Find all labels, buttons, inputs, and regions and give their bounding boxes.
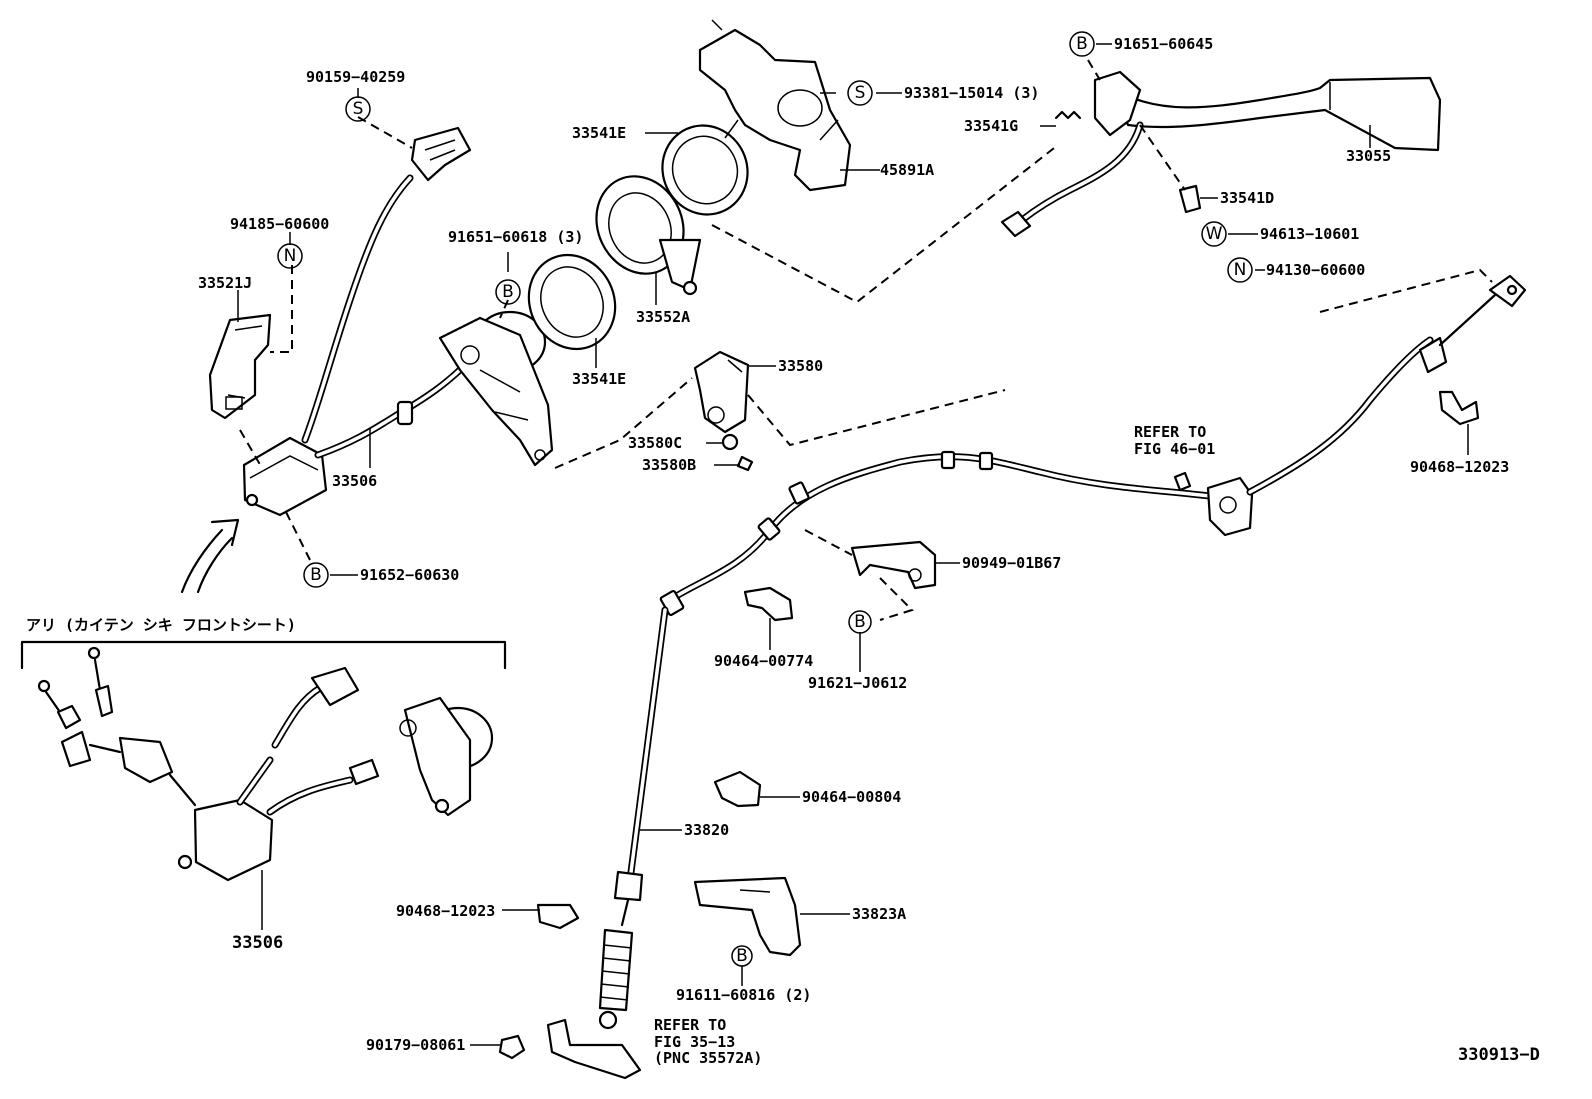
svg-text:(PNC 35572A): (PNC 35572A) — [654, 1049, 762, 1067]
label-90464-00774: 90464−00774 — [714, 652, 813, 670]
label-90949-01B67: 90949−01B67 — [962, 554, 1061, 572]
variant-inset: アリ (カイテン シキ フロントシート) — [20, 616, 507, 882]
lever-33580 — [693, 350, 754, 472]
symbol-s-2: S — [847, 80, 873, 106]
symbol-markers: S N B B S B W N B B — [277, 31, 1253, 967]
label-33541G: 33541G — [964, 117, 1018, 135]
cover-33823A — [693, 876, 802, 957]
symbol-n-1: N — [277, 243, 303, 269]
label-91651-60618: 91651−60618 (3) — [448, 228, 583, 246]
seal-ring-33541E — [527, 253, 617, 351]
svg-text:N: N — [1234, 260, 1247, 280]
symbol-w-1: W — [1201, 221, 1227, 247]
label-33552A: 33552A — [636, 308, 690, 326]
cam-plate-33552A — [595, 175, 702, 296]
label-90179-08061: 90179−08061 — [366, 1036, 465, 1054]
label-90468-12023-left: 90468−12023 — [396, 902, 495, 920]
variant-heading: アリ (カイテン シキ フロントシート) — [26, 616, 296, 634]
clip-90464-00774 — [743, 586, 794, 622]
label-33506-bottom: 33506 — [232, 933, 283, 953]
label-33580C: 33580C — [628, 434, 682, 452]
svg-text:S: S — [353, 99, 364, 119]
label-33506-top: 33506 — [332, 472, 377, 490]
refer-note-fig35: REFER TO FIG 35−13 (PNC 35572A) — [654, 1016, 762, 1067]
nut-90179-08061 — [498, 1034, 526, 1060]
actuator-housing — [438, 310, 554, 467]
svg-text:FIG 46−01: FIG 46−01 — [1134, 440, 1215, 458]
label-91651-60645: 91651−60645 — [1114, 35, 1213, 53]
label-91652-60630: 91652−60630 — [360, 566, 459, 584]
cable-33820 — [598, 606, 669, 1030]
svg-text:REFER TO: REFER TO — [1134, 423, 1206, 441]
symbol-b-5: B — [731, 945, 753, 967]
label-33820: 33820 — [684, 821, 729, 839]
label-33823A: 33823A — [852, 905, 906, 923]
svg-text:W: W — [1206, 224, 1223, 244]
label-90159-40259: 90159−40259 — [306, 68, 405, 86]
clip-90468-12023-left — [536, 903, 580, 930]
label-45891A: 45891A — [880, 161, 934, 179]
svg-text:B: B — [1076, 34, 1088, 54]
label-33541E-top: 33541E — [572, 124, 626, 142]
bracket-45891A — [698, 19, 852, 192]
symbol-b-3: B — [1069, 31, 1095, 57]
part-labels: 90159−40259 94185−60600 33521J 33506 916… — [198, 35, 1540, 1065]
label-90468-12023-right: 90468−12023 — [1410, 458, 1509, 476]
symbol-b-4: B — [848, 610, 872, 634]
label-94613-10601: 94613−10601 — [1260, 225, 1359, 243]
symbol-b-1: B — [303, 562, 329, 588]
svg-text:B: B — [854, 612, 866, 632]
switch-cable-assembly-33506 — [242, 126, 472, 517]
label-33541D: 33541D — [1220, 189, 1274, 207]
arrow-indicator — [180, 518, 240, 594]
label-33580: 33580 — [778, 357, 823, 375]
label-33521J: 33521J — [198, 274, 252, 292]
label-94185-60600: 94185−60600 — [230, 215, 329, 233]
clip-90468-12023-right — [1438, 390, 1480, 426]
bolt-fig46 — [1173, 471, 1192, 492]
ring-33541E-top — [661, 124, 749, 216]
label-93381-15014: 93381−15014 (3) — [904, 84, 1039, 102]
leader-lines — [237, 43, 1469, 1046]
refer-note-fig46: REFER TO FIG 46−01 — [1134, 423, 1215, 458]
symbol-b-2: B — [495, 279, 521, 305]
bracket-33521J — [208, 313, 272, 420]
label-33580B: 33580B — [642, 456, 696, 474]
release-handle-33055 — [1000, 70, 1442, 238]
symbol-n-2: N — [1227, 257, 1253, 283]
label-33541E-bottom: 33541E — [572, 370, 626, 388]
svg-text:B: B — [502, 282, 514, 302]
label-91621-J0612: 91621−J0612 — [808, 674, 907, 692]
symbol-s-1: S — [345, 96, 371, 122]
bracket-35572A — [546, 1018, 642, 1080]
svg-text:B: B — [310, 565, 322, 585]
label-33055: 33055 — [1346, 147, 1391, 165]
label-94130-60600: 94130−60600 — [1266, 261, 1365, 279]
svg-text:N: N — [284, 246, 297, 266]
svg-text:S: S — [855, 83, 866, 103]
svg-text:B: B — [736, 946, 748, 966]
label-90464-00804: 90464−00804 — [802, 788, 901, 806]
svg-text:REFER TO: REFER TO — [654, 1016, 726, 1034]
clamp-90949-01B67 — [850, 540, 937, 590]
svg-text:FIG 35−13: FIG 35−13 — [654, 1033, 735, 1051]
drawing-number: 330913−D — [1458, 1045, 1540, 1065]
label-91611-60816: 91611−60816 (2) — [676, 986, 811, 1004]
dashed-connection-lines — [239, 59, 1493, 621]
clip-90464-00804 — [713, 770, 762, 808]
